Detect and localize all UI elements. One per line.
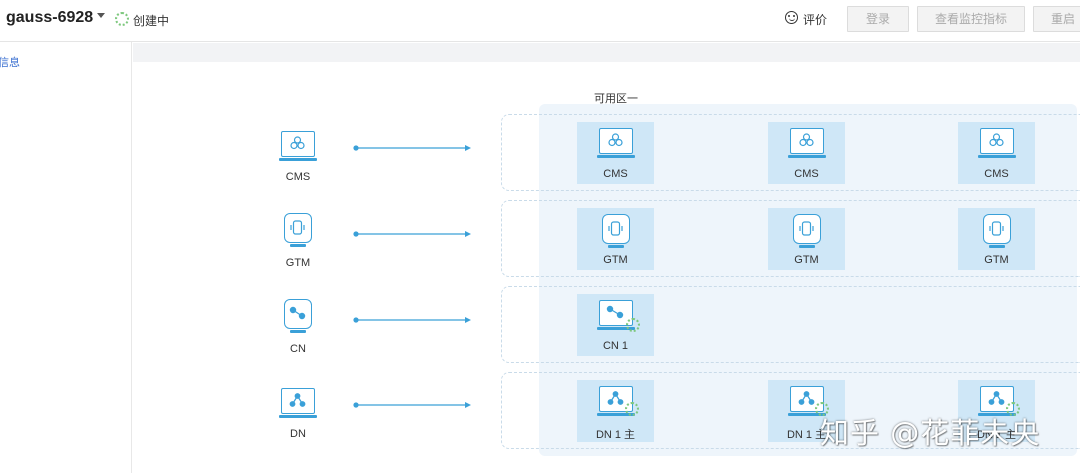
sidebar: 信息 — [0, 42, 132, 473]
node-cms-2[interactable]: CMS — [768, 122, 845, 184]
node-cn-1[interactable]: CN 1 — [577, 294, 654, 356]
tree-icon — [787, 386, 826, 417]
restart-button[interactable]: 重启 — [1033, 6, 1080, 32]
node-loading-spinner-icon — [1006, 402, 1020, 416]
node-label: DN 1 主 — [976, 429, 1017, 441]
gtm-arrow-icon — [353, 231, 471, 237]
content-toolbar — [133, 43, 1080, 62]
service-gtm: GTM — [258, 213, 338, 269]
rate-link[interactable]: 评价 — [803, 13, 828, 27]
phone-icon — [279, 213, 317, 248]
cluster-dropdown-caret-icon[interactable] — [97, 13, 105, 18]
link-icon — [279, 299, 317, 334]
node-label: DN 1 主 — [595, 429, 636, 441]
cluster-icon — [279, 131, 317, 162]
node-label: DN 1 主 — [786, 429, 827, 441]
node-gtm-1[interactable]: GTM — [577, 208, 654, 270]
cluster-icon — [596, 128, 635, 159]
gtm-row-frame — [501, 200, 1080, 277]
service-cn: CN — [258, 299, 338, 355]
node-label: GTM — [603, 254, 628, 266]
dn-row-frame — [501, 372, 1080, 449]
node-label: CN 1 — [602, 340, 629, 352]
service-label: GTM — [285, 257, 311, 269]
watermark: 知乎 @花菲未央 — [820, 416, 1041, 450]
node-label: GTM — [794, 254, 819, 266]
loading-spinner-icon — [115, 12, 129, 26]
node-loading-spinner-icon — [625, 402, 639, 416]
cluster-name: gauss-6928 — [6, 9, 94, 26]
node-label: CMS — [794, 168, 819, 180]
view-metrics-button[interactable]: 查看监控指标 — [917, 6, 1025, 32]
node-gtm-2[interactable]: GTM — [768, 208, 845, 270]
service-dn: DN — [258, 388, 338, 440]
node-cms-1[interactable]: CMS — [577, 122, 654, 184]
tree-icon — [279, 388, 317, 419]
cms-row-frame — [501, 114, 1080, 191]
service-label: CMS — [285, 171, 311, 183]
phone-icon — [978, 214, 1016, 249]
cms-arrow-icon — [353, 145, 471, 151]
node-label: CMS — [984, 168, 1009, 180]
cn-arrow-icon — [353, 317, 471, 323]
dn-arrow-icon — [353, 402, 471, 408]
sidebar-item-info[interactable]: 信息 — [0, 57, 20, 69]
cluster-status: 创建中 — [133, 14, 170, 28]
phone-icon — [597, 214, 635, 249]
login-button[interactable]: 登录 — [847, 6, 909, 32]
node-loading-spinner-icon — [815, 402, 829, 416]
node-dn-2[interactable]: DN 1 主 — [768, 380, 845, 442]
service-label: CN — [290, 343, 306, 355]
smile-icon[interactable] — [785, 11, 798, 24]
node-dn-1[interactable]: DN 1 主 — [577, 380, 654, 442]
node-gtm-3[interactable]: GTM — [958, 208, 1035, 270]
node-loading-spinner-icon — [626, 318, 640, 332]
cluster-icon — [787, 128, 826, 159]
node-cms-3[interactable]: CMS — [958, 122, 1035, 184]
node-label: GTM — [984, 254, 1009, 266]
service-cms: CMS — [258, 131, 338, 183]
top-bar: gauss-6928 创建中 评价 登录 查看监控指标 重启 — [0, 0, 1080, 42]
node-label: CMS — [603, 168, 628, 180]
phone-icon — [788, 214, 826, 249]
service-label: DN — [290, 428, 306, 440]
node-dn-3[interactable]: DN 1 主 — [958, 380, 1035, 442]
cluster-icon — [977, 128, 1016, 159]
availability-zone-label: 可用区一 — [594, 93, 638, 105]
cn-row-frame — [501, 286, 1080, 363]
